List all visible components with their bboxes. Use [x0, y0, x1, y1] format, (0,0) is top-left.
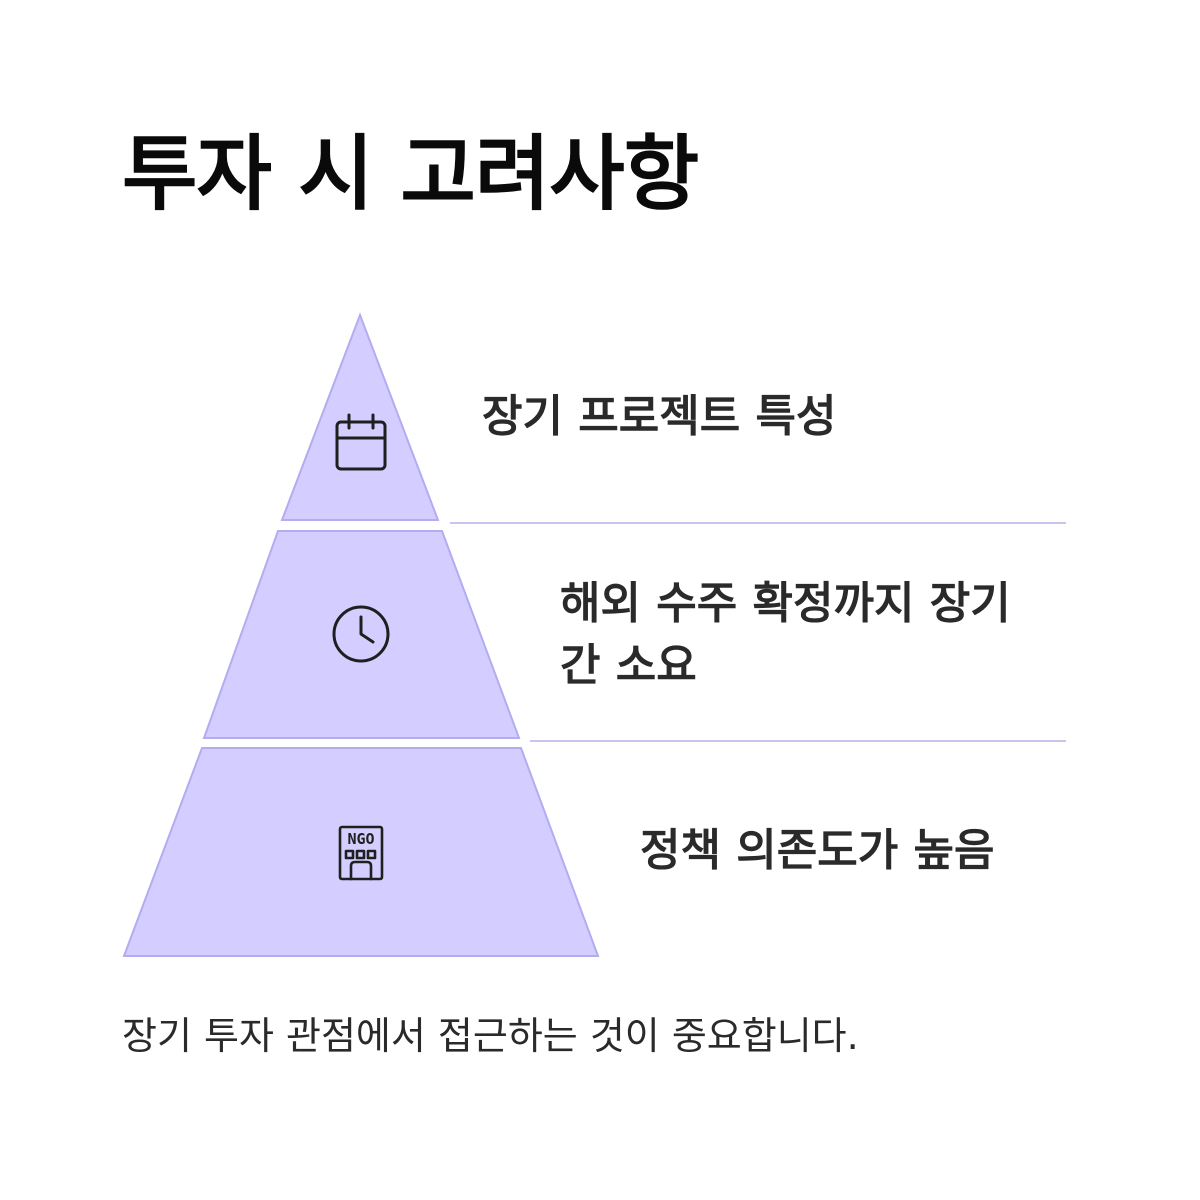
page-title: 투자 시 고려사항 — [122, 127, 699, 222]
ngo-icon-text: NGO — [347, 830, 374, 848]
calendar-icon — [335, 413, 387, 471]
pyramid-tier-1 — [280, 312, 440, 521]
tier-label-overseas-orders: 해외 수주 확정까지 장기간 소요 — [560, 578, 1011, 691]
footer-note: 장기 투자 관점에서 접근하는 것이 중요합니다. — [122, 1014, 859, 1058]
clock-icon — [332, 605, 390, 663]
tier-label-long-term-project: 장기 프로젝트 특성 — [482, 391, 837, 442]
ngo-building-icon: NGO — [338, 825, 384, 881]
tier-label-policy-dependence: 정책 의존도가 높음 — [640, 825, 995, 876]
